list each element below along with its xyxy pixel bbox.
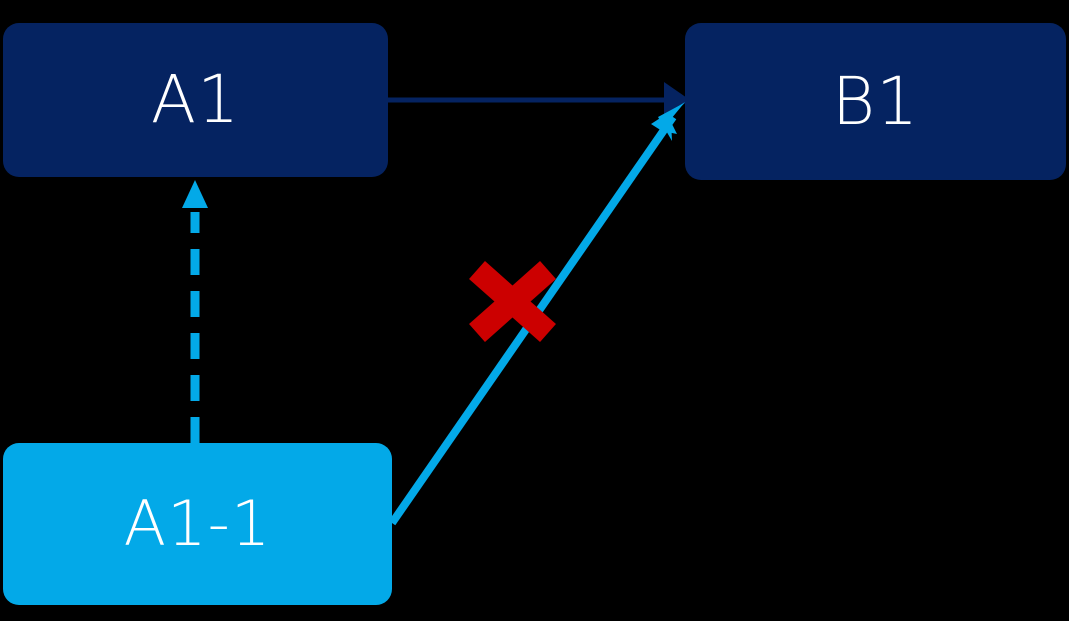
edge-a1-to-b1 [388,82,690,118]
node-b1-label: B1 [831,62,920,140]
node-b1[interactable]: B1 [685,23,1066,180]
node-a1[interactable]: A1 [3,23,388,177]
forbidden-cross-icon-stroke-2 [469,261,556,342]
edge-a11-to-a1 [182,180,208,443]
forbidden-cross-icon [469,261,556,342]
edge-a11-to-a1-arrowhead [182,180,208,208]
edge-a11-to-b1-arrowhead-fill [651,102,685,134]
node-a1-1[interactable]: A1-1 [3,443,392,605]
node-a1-1-label: A1-1 [123,487,272,560]
node-a1-label: A1 [150,61,241,138]
edge-a1-to-b1-arrowhead [664,82,690,118]
